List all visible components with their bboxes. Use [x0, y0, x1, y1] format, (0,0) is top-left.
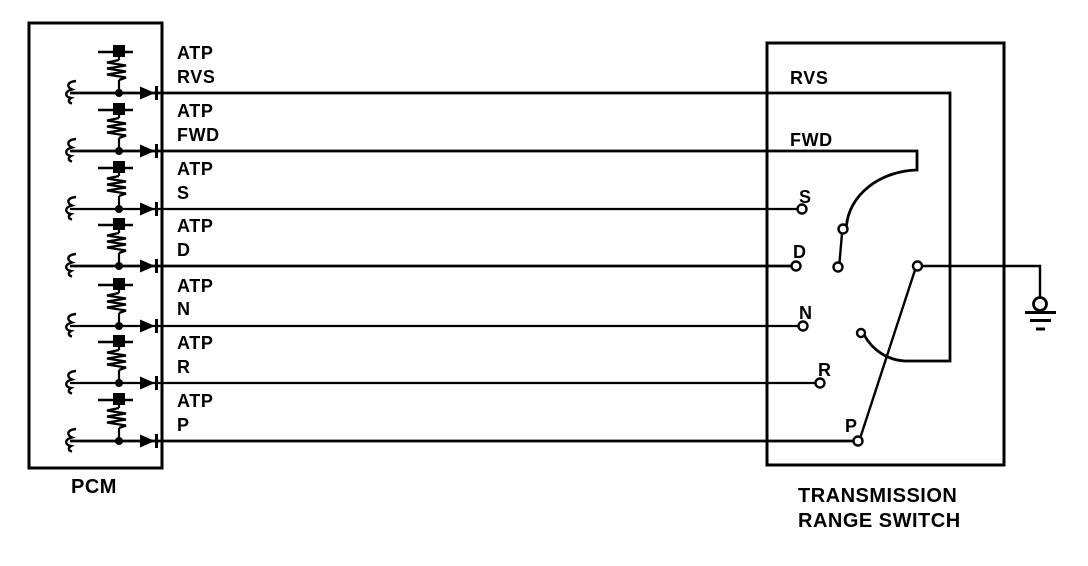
wire-label-prefix: ATP [177, 101, 213, 121]
wire-label-prefix: ATP [177, 216, 213, 236]
pullup-unit [64, 43, 158, 105]
pin-label-s: S [799, 187, 812, 207]
pullup-unit [64, 101, 158, 163]
transmission-range-switch: RVS FWD S D N R P TRANSMISSION RANGE SWI… [765, 41, 1042, 532]
ground-icon [1025, 296, 1056, 331]
contact-pivot [911, 260, 924, 272]
wire-label-prefix: ATP [177, 43, 213, 63]
circuit-atp-fwd: ATP FWD [64, 101, 919, 226]
pin-label-fwd: FWD [790, 130, 833, 150]
pullup-unit [64, 216, 158, 278]
switch-label-line2: RANGE SWITCH [798, 510, 961, 532]
contact-wiper-bottom [832, 261, 844, 273]
wire-label-prefix: ATP [177, 159, 213, 179]
pcm-label: PCM [71, 476, 117, 498]
circuit-atp-d: ATP D [64, 216, 792, 278]
pin-label-n: N [799, 303, 813, 323]
contact-n [797, 320, 809, 332]
wire-label-name: D [177, 240, 191, 260]
ground-wire [922, 264, 1042, 298]
wiper-arm [859, 269, 917, 438]
pullup-unit [64, 276, 158, 338]
pin-label-d: D [793, 242, 807, 262]
circuit-atp-s: ATP S [64, 159, 798, 221]
wiper-segment-sd [838, 233, 844, 263]
circuit-atp-p: ATP P [64, 391, 854, 453]
ground-terminal [1032, 296, 1048, 312]
contact-p [852, 435, 864, 447]
pullup-unit [64, 159, 158, 221]
contact-r [814, 377, 826, 389]
wire-label-prefix: ATP [177, 333, 213, 353]
contact-d [790, 260, 802, 272]
pullup-unit [64, 391, 158, 453]
contact-rvs-wiper [855, 327, 867, 339]
wire-label-name: R [177, 357, 191, 377]
wire-label-name: RVS [177, 67, 216, 87]
wire-label-prefix: ATP [177, 276, 213, 296]
pin-label-rvs: RVS [790, 68, 829, 88]
circuit-atp-r: ATP R [64, 333, 816, 395]
circuit-atp-rvs: ATP RVS [64, 43, 952, 363]
wire-label-name: N [177, 299, 191, 319]
pin-label-p: P [845, 416, 858, 436]
wire-atp-fwd [70, 149, 919, 226]
pcm-box [27, 21, 164, 470]
switch-box [765, 41, 1006, 467]
circuit-atp-n: ATP N [64, 276, 799, 338]
contact-wiper-top [837, 223, 849, 235]
contact-s [796, 203, 808, 215]
switch-label-line1: TRANSMISSION [798, 485, 957, 507]
wire-atp-rvs [70, 91, 952, 363]
wire-label-name: FWD [177, 125, 220, 145]
wire-label-name: S [177, 183, 190, 203]
wire-label-name: P [177, 415, 190, 435]
pullup-unit [64, 333, 158, 395]
pin-label-r: R [818, 360, 832, 380]
wire-label-prefix: ATP [177, 391, 213, 411]
pcm-module: PCM [27, 21, 164, 498]
